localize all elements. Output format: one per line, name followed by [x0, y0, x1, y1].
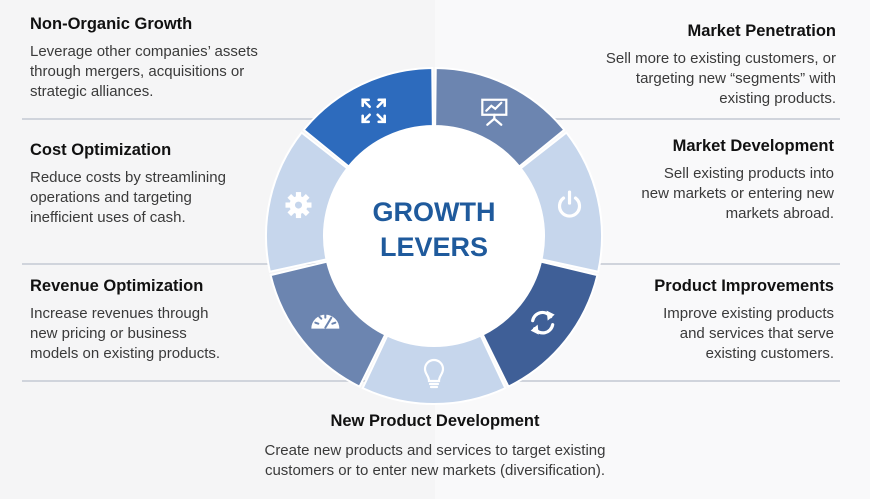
lever-description: Sell more to existing customers, or targ…: [530, 49, 836, 109]
lever-cost-optimization: Cost Optimization Reduce costs by stream…: [30, 141, 310, 228]
desc-line: Sell more to existing customers, or: [605, 50, 836, 67]
desc-line: Create new products and services to targ…: [264, 442, 606, 459]
desc-line: Reduce costs by streamlining: [30, 169, 226, 186]
presentation-board-icon: [481, 98, 508, 126]
lever-description: Create new products and services to targ…: [200, 441, 670, 481]
wheel-icons: [285, 98, 582, 389]
lever-revenue-optimization: Revenue Optimization Increase revenues t…: [30, 277, 310, 364]
desc-line: new pricing or business: [30, 325, 187, 342]
gear-icon: [285, 192, 312, 219]
lever-description: Leverage other companies’ assets through…: [30, 42, 330, 102]
desc-line: strategic alliances.: [30, 83, 154, 100]
desc-line: customers or to enter new markets (diver…: [264, 462, 606, 479]
desc-line: markets abroad.: [725, 205, 834, 222]
power-icon: [557, 190, 582, 218]
desc-line: existing customers.: [705, 345, 834, 362]
lever-title: Revenue Optimization: [30, 277, 204, 295]
divider-left-2: [22, 263, 332, 265]
center-title-line1: GROWTH: [373, 197, 496, 227]
lever-description: Improve existing products and services t…: [590, 304, 834, 364]
desc-line: new markets or entering new: [641, 185, 834, 202]
desc-line: and services that serve: [679, 325, 834, 342]
lever-title: Market Penetration: [687, 22, 836, 40]
divider-left-1: [22, 118, 352, 120]
lever-title: Market Development: [672, 137, 834, 155]
divider-left-3: [22, 380, 372, 382]
divider-right-3: [510, 380, 840, 382]
lever-title: Non-Organic Growth: [30, 15, 193, 33]
refresh-icon: [530, 310, 555, 335]
lever-title: Cost Optimization: [30, 141, 172, 159]
desc-line: Improve existing products: [663, 305, 834, 322]
desc-line: through mergers, acquisitions or: [30, 63, 245, 80]
lever-product-improvements: Product Improvements Improve existing pr…: [590, 277, 834, 364]
desc-line: Leverage other companies’ assets: [30, 43, 258, 60]
desc-line: operations and targeting: [30, 189, 192, 206]
lever-market-penetration: Market Penetration Sell more to existing…: [530, 22, 836, 109]
lightbulb-icon: [423, 358, 445, 389]
desc-line: Sell existing products into: [663, 165, 834, 182]
desc-line: existing products.: [719, 90, 836, 107]
expand-arrows-icon: [361, 98, 386, 124]
desc-line: inefficient uses of cash.: [30, 209, 186, 226]
lever-new-product-development: New Product Development Create new produ…: [200, 412, 670, 481]
center-title-line2: LEVERS: [380, 232, 488, 262]
speedometer-icon: [311, 313, 340, 329]
lever-market-development: Market Development Sell existing product…: [580, 137, 834, 224]
lever-title: Product Improvements: [654, 277, 834, 295]
desc-line: targeting new “segments” with: [635, 70, 836, 87]
lever-title: New Product Development: [330, 412, 540, 430]
desc-line: Increase revenues through: [30, 305, 209, 322]
lever-description: Sell existing products into new markets …: [580, 164, 834, 224]
divider-right-1: [540, 118, 840, 120]
wheel-center: [324, 126, 544, 346]
lever-non-organic-growth: Non-Organic Growth Leverage other compan…: [30, 15, 330, 102]
lever-description: Increase revenues through new pricing or…: [30, 304, 310, 364]
divider-right-2: [590, 263, 840, 265]
desc-line: models on existing products.: [30, 345, 221, 362]
lever-description: Reduce costs by streamlining operations …: [30, 168, 310, 228]
